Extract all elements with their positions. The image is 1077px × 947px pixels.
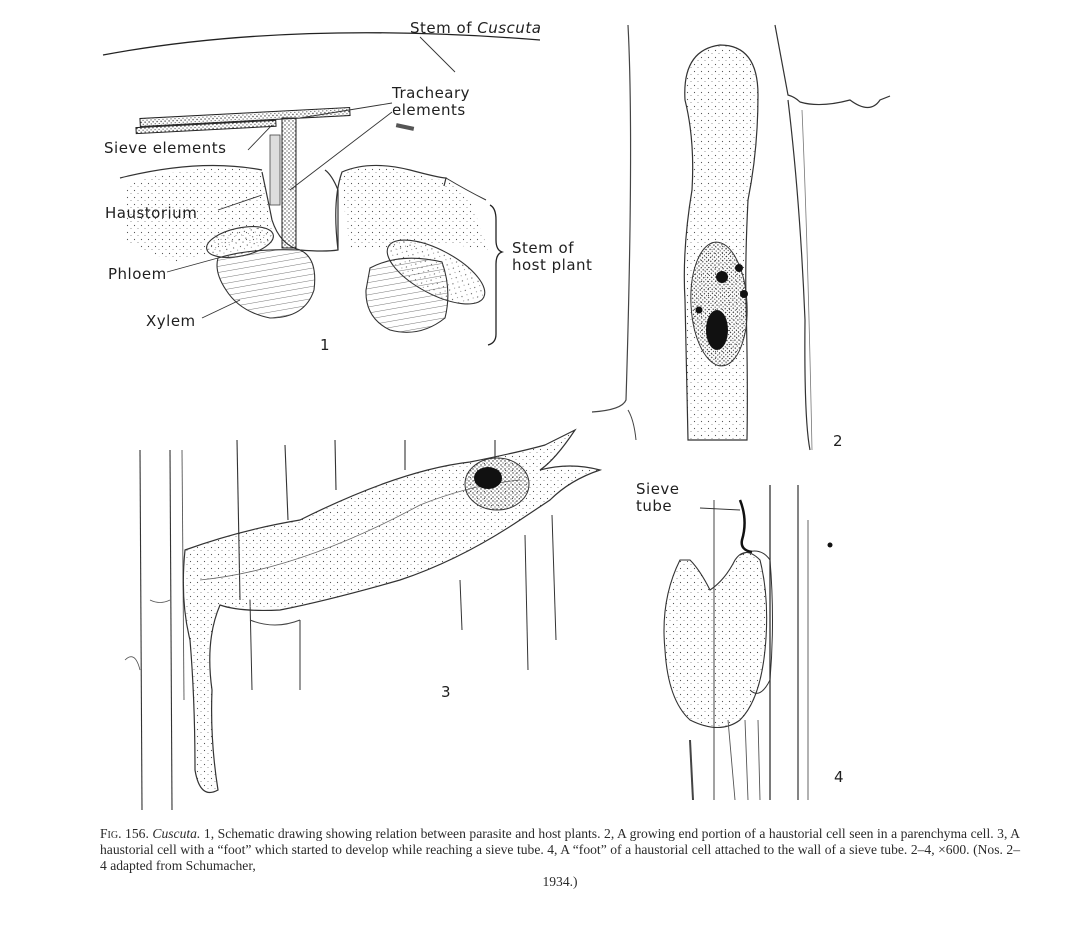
- caption-body: 1, Schematic drawing showing relation be…: [100, 826, 1020, 873]
- host-stem-surface-right: [340, 167, 488, 250]
- xylem-right: [366, 258, 448, 332]
- host-cell-wall-left: [592, 25, 631, 412]
- label-haustorium: Haustorium: [105, 205, 197, 222]
- fig1-number: 1: [320, 336, 330, 354]
- label-xylem: Xylem: [146, 313, 196, 330]
- fig3-nucleus: [474, 467, 502, 489]
- host-bracket: [488, 205, 502, 345]
- haustorial-cell-body: [183, 430, 600, 793]
- label-phloem: Phloem: [108, 266, 167, 283]
- foot-cell: [664, 553, 767, 728]
- figure-caption: Fig. 156. Cuscuta. 1, Schematic drawing …: [100, 826, 1020, 890]
- host-cell-wall-right: [775, 25, 890, 450]
- xylem-left: [217, 250, 315, 318]
- fig2-number: 2: [833, 432, 843, 450]
- caption-genus: Cuscuta.: [152, 826, 200, 841]
- fig2-drawing: [592, 25, 890, 450]
- label-sieve-elements: Sieve elements: [104, 140, 226, 157]
- fig1-drawing: [103, 33, 540, 345]
- fig4-number: 4: [834, 768, 844, 786]
- fig3-number: 3: [441, 683, 451, 701]
- caption-fig-label: Fig. 156.: [100, 826, 149, 841]
- nucleus: [706, 310, 728, 350]
- fig3-drawing: [125, 430, 600, 810]
- label-stem-of-cuscuta: Stem of Cuscuta: [410, 20, 541, 37]
- fig4-drawing: [664, 485, 833, 800]
- caption-last-line: 1934.): [100, 874, 1020, 890]
